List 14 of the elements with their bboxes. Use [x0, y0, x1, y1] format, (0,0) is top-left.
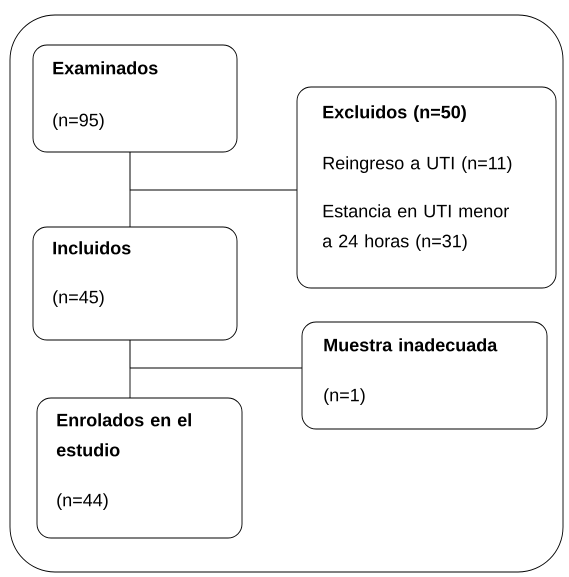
box-heading: Examinados [53, 61, 158, 74]
box-text: (n=45) [53, 290, 104, 307]
connector-line [130, 152, 297, 190]
box-heading: Excluidos (n=50) [323, 105, 466, 122]
frame-box [10, 14, 564, 572]
connector-line [130, 340, 302, 368]
box-heading: Enrolados en el estudio [56, 413, 191, 456]
box-text: (n=95) [53, 113, 104, 130]
box-text: Reingreso a UTI (n=11) [324, 156, 512, 173]
box-heading: Muestra inadecuada [324, 338, 498, 352]
box-heading: Incluidos [53, 241, 130, 254]
box-text: Estancia en UTI menor a 24 horas (n=31) [322, 204, 509, 251]
box-text: (n=1) [324, 388, 365, 405]
box-text: (n=44) [57, 493, 108, 510]
